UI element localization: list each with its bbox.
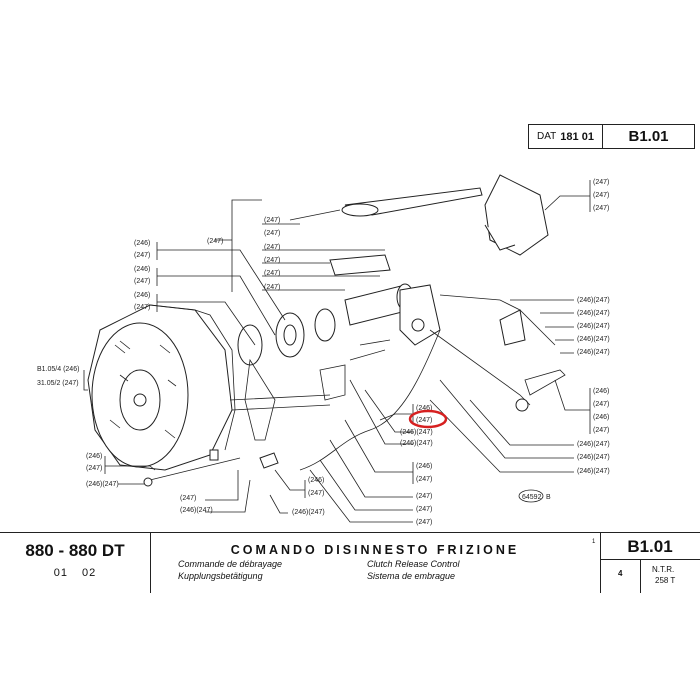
part-label: (246)(247)	[577, 441, 610, 448]
part-label: (247)	[134, 278, 150, 285]
part-label: (246)(247)	[577, 323, 610, 330]
part-label: (246)	[416, 405, 432, 412]
part-label: (246)	[593, 388, 609, 395]
part-label: (247)	[416, 519, 432, 526]
part-label: (247)	[264, 284, 280, 291]
part-label: (247)	[416, 506, 432, 513]
page-number: 4	[618, 569, 623, 578]
part-label: (247)	[416, 493, 432, 500]
part-label: (246)(247)	[292, 509, 325, 516]
section-title: COMANDO DISINNESTO FRIZIONE	[230, 543, 520, 557]
part-label: (246)	[134, 240, 150, 247]
title-spanish: Sistema de embrague	[367, 571, 456, 581]
part-label: (247)	[134, 304, 150, 311]
title-english: Clutch Release Control	[367, 559, 460, 569]
part-label: (247)	[207, 238, 223, 245]
part-label: (247)	[134, 252, 150, 259]
part-label: (246)	[593, 414, 609, 421]
cylinder	[344, 283, 441, 346]
page-code: B1.01	[627, 537, 673, 556]
title-french: Commande de débrayage	[178, 559, 283, 569]
fork-shaft	[229, 358, 346, 441]
ntr-code: 258 T	[655, 576, 676, 585]
part-label: (246)(247)	[577, 297, 610, 304]
figure-ref-oval	[518, 489, 544, 503]
divider	[150, 533, 151, 593]
part-label: 31.05/2 (247)	[37, 380, 79, 387]
part-label: (247)	[264, 270, 280, 277]
ntr-label: N.T.R.	[652, 565, 675, 574]
part-label: (246)(247)	[400, 429, 433, 436]
part-label: (247)	[264, 244, 280, 251]
clutch-assembly	[87, 304, 236, 471]
part-label: (247)	[593, 401, 609, 408]
part-label: (247)	[416, 476, 432, 483]
header-code: B1.01	[628, 128, 669, 145]
part-label: (247)	[264, 217, 280, 224]
part-label: B1.05/4 (246)	[37, 366, 79, 373]
pedal-lever	[289, 174, 566, 412]
part-label: (247)	[593, 179, 609, 186]
part-label: (246)(247)	[577, 336, 610, 343]
part-label: (247)	[593, 427, 609, 434]
part-label-highlighted: (247)	[416, 417, 432, 424]
part-label: (246)(247)	[577, 454, 610, 461]
dat-number: 181 01	[560, 130, 594, 143]
divider	[640, 559, 641, 593]
model-variants: 01 02	[53, 567, 97, 579]
part-label: (246)(247)	[400, 440, 433, 447]
part-label: (247)	[264, 230, 280, 237]
part-label: (246)	[86, 453, 102, 460]
figure-ref-suffix: B	[546, 494, 551, 501]
part-label: (246)(247)	[86, 481, 119, 488]
part-label: (246)	[134, 292, 150, 299]
title-block: 880 - 880 DT 01 02 COMANDO DISINNESTO FR…	[0, 532, 700, 593]
cable-and-pieces	[143, 329, 441, 487]
title-german: Kupplungsbetätigung	[178, 571, 263, 581]
part-label: (246)	[134, 266, 150, 273]
exploded-diagram: (247) (247) (247) (247) (247) (247) (247…	[37, 174, 610, 526]
part-label: (246)(247)	[577, 349, 610, 356]
part-label: (247)	[593, 205, 609, 212]
part-label: (246)	[416, 463, 432, 470]
divider	[600, 533, 601, 593]
dat-label: DAT	[537, 131, 557, 142]
part-labels: (247) (247) (247) (247) (247) (247) (247…	[37, 179, 610, 526]
release-bearing	[237, 308, 336, 366]
part-label: (247)	[86, 465, 102, 472]
part-label: (246)(247)	[577, 310, 610, 317]
part-label: (246)	[308, 477, 324, 484]
figure-ref-number: 64592	[522, 494, 542, 501]
divider	[600, 559, 700, 560]
part-label: (246)(247)	[577, 468, 610, 475]
model-name: 880 - 880 DT	[25, 541, 125, 560]
revision-mark: 1	[592, 539, 596, 545]
part-label: (247)	[308, 490, 324, 497]
part-label: (246)(247)	[180, 507, 213, 514]
highlight-circle	[408, 409, 448, 429]
part-label: (247)	[180, 495, 196, 502]
part-label: (247)	[264, 257, 280, 264]
part-label: (247)	[593, 192, 609, 199]
